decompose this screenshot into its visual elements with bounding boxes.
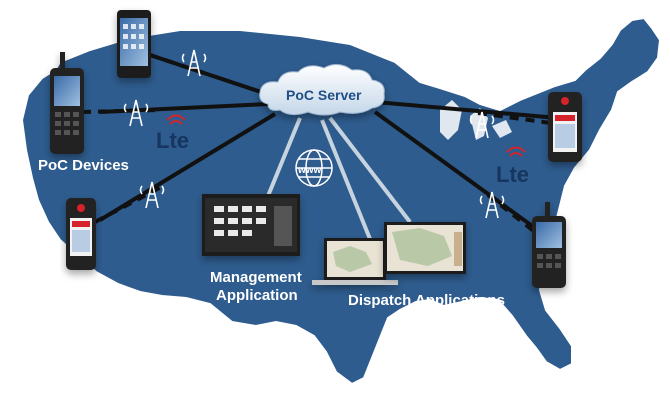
www-label: www	[297, 165, 322, 176]
radio-tower-icon	[123, 49, 505, 219]
cloud-icon	[259, 64, 385, 116]
monitor-icon	[202, 194, 300, 256]
app-links	[266, 116, 412, 245]
poc-devices-label: PoC Devices	[38, 157, 129, 174]
management-label-line2: Application	[216, 287, 298, 304]
handheld-radio-icon	[548, 92, 582, 162]
server-label: PoC Server	[286, 87, 362, 103]
link-left-radio	[99, 102, 269, 114]
lte-signal-icon	[166, 114, 526, 157]
lte-label-right: Lte	[496, 162, 529, 187]
smartphone-icon	[117, 10, 151, 78]
management-label-line1: Management	[210, 269, 302, 286]
monitor-icon	[384, 222, 466, 274]
laptop-icon	[312, 238, 398, 285]
handheld-radio-icon	[50, 52, 84, 154]
lte-label-left: Lte	[156, 128, 189, 153]
link-right-radio	[374, 100, 559, 120]
globe-icon	[295, 149, 333, 187]
dispatch-label: Dispatch Applications	[348, 292, 505, 309]
handheld-radio-icon	[532, 202, 566, 288]
handheld-radio-icon	[66, 198, 96, 270]
